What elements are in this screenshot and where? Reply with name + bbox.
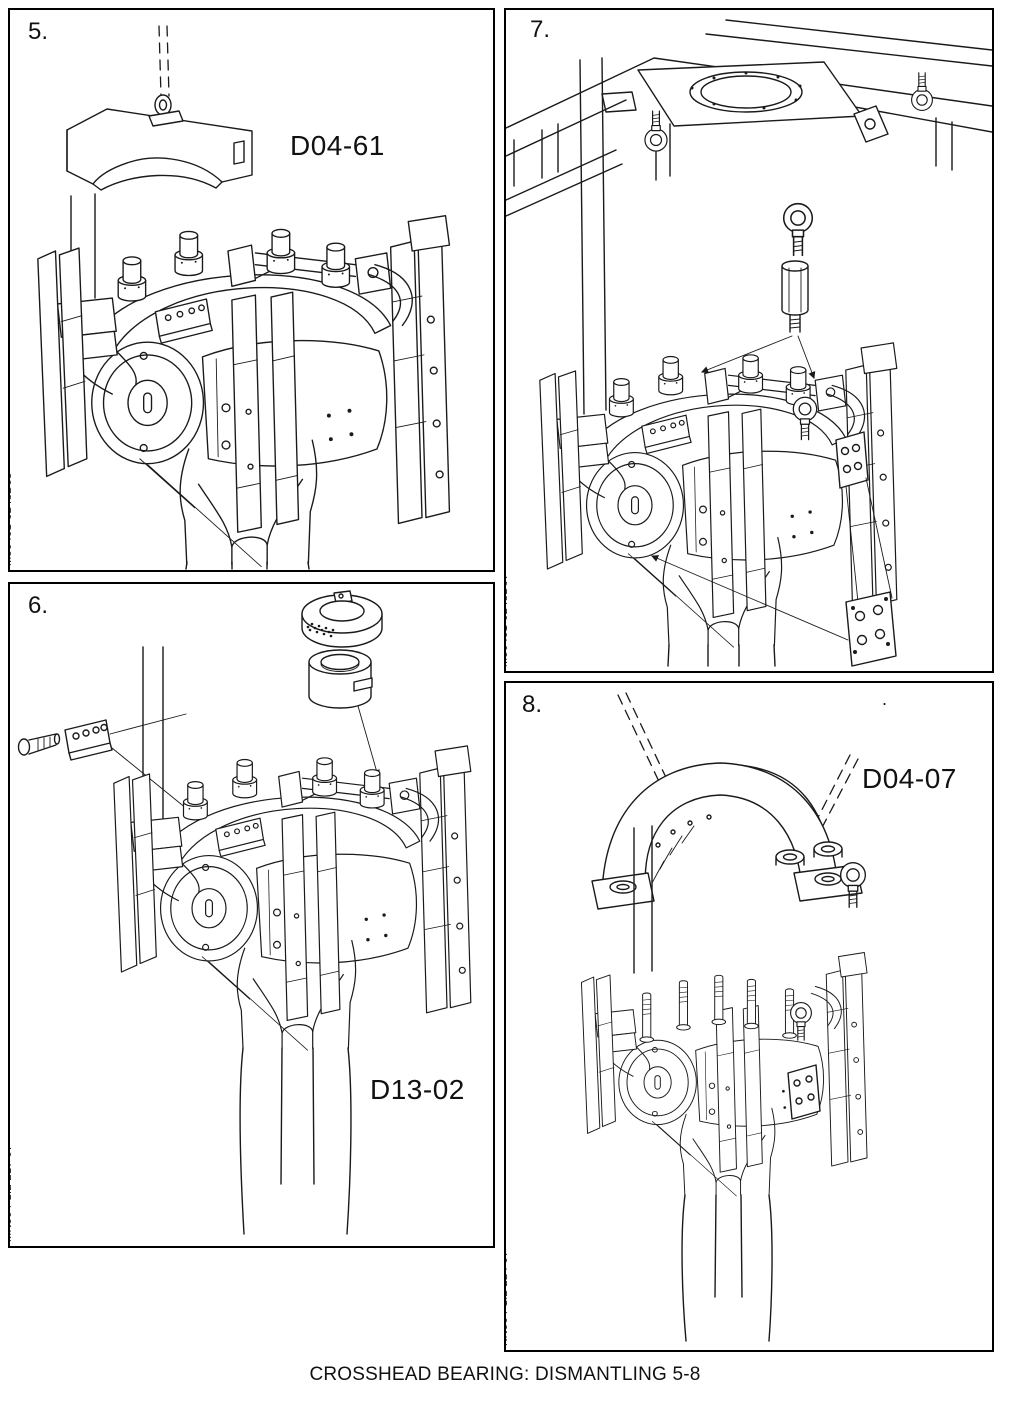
figure-round-nut-tool-and-crosshead [17,590,493,1235]
crosshead-assembly-cap-removed [580,952,868,1197]
lifting-beam-tool [66,108,253,191]
eyebolt-hanging-left [644,110,668,152]
eyebolt-hanging-right [911,72,933,111]
crosshead-assembly [114,746,471,1050]
upper-bearing-cap [591,762,863,910]
figure-panel-step-5: 5. D04-61 M90401-0248D05 [8,8,495,572]
tool-code-label: D04-61 [290,130,385,161]
page-footer-title: CROSSHEAD BEARING: DISMANTLING 5-8 [309,1364,701,1385]
arrow-to-fork [651,555,849,641]
arrow-to-right-stud [797,335,816,380]
tool-code-label: D13-02 [370,1074,465,1105]
figure-lifting-beam-above-crosshead [10,25,493,570]
figure-reference-code: M90401-0248D07 [504,573,510,667]
figure-panel-step-6: 6. D13-02 MN904-1.2 217 07 [8,582,495,1248]
extension-stud [781,260,809,333]
stray-mark: . [882,689,888,709]
figure-reference-code: M90401-0248D05 [8,472,14,566]
figure-panel-step-8: 8. D04-07 . KN904-1.2 224 07 [504,681,994,1352]
figure-engine-frame-eyebolt-and-crosshead [506,19,992,667]
connecting-rod-fork [239,1047,352,1235]
piston-rod [633,825,653,974]
step-number: 8. [522,691,543,718]
engine-frame-underside [506,19,992,217]
figure-bearing-cap-lifted-from-crosshead [580,692,868,1342]
step-number: 5. [28,18,49,45]
round-nut-tool [301,590,383,648]
arrow-to-stud [357,705,380,778]
wedge-and-bolt [17,713,209,827]
bracket-plate [845,591,897,667]
support-column [579,57,607,415]
crosshead-assembly [38,216,450,567]
arrow-to-left-stud [700,335,793,374]
guide-plate-on-machine [787,1064,821,1120]
guide-plate-on-machine [835,431,893,603]
eyebolt-loose [782,202,814,257]
tool-code-label: D04-07 [862,763,957,794]
figure-reference-code: MN904-1.2 217 07 [8,1144,14,1242]
figure-panel-step-7: 7. M90401-0248D07 [504,8,994,673]
connecting-rod-fork [681,1194,773,1342]
crosshead-assembly [540,343,897,647]
figure-reference-code: KN904-1.2 224 07 [504,1250,510,1346]
step-number: 6. [28,592,49,619]
sleeve-tool [308,649,373,709]
step-number: 7. [530,16,551,43]
